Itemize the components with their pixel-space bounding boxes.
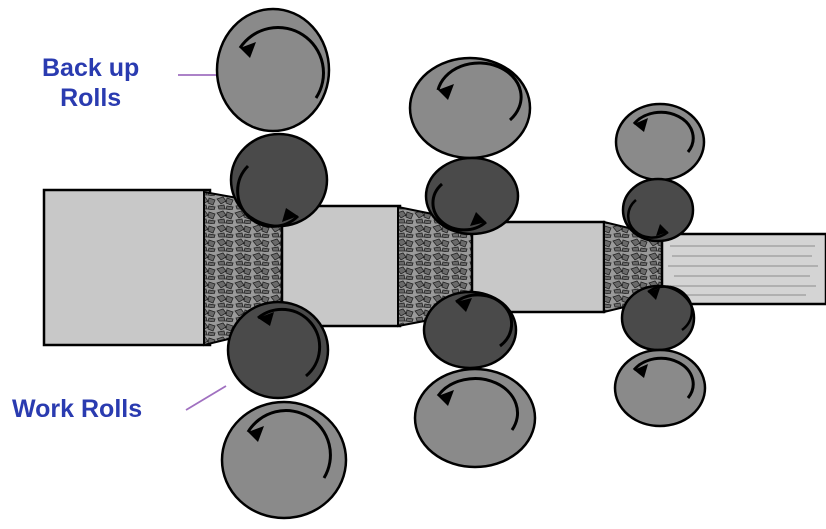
- work-roll-bottom: [620, 284, 696, 352]
- rotation-arrow-icon: [436, 61, 523, 122]
- backup-roll-top: [614, 102, 706, 182]
- work-roll-top: [424, 156, 520, 236]
- work-rolls-leader-line: [185, 385, 227, 411]
- rotation-arrow-icon: [246, 409, 332, 479]
- rotation-arrow-icon: [647, 285, 694, 332]
- rotation-arrow-icon: [436, 377, 520, 431]
- stand-1: [215, 7, 348, 520]
- stand-2: [408, 56, 537, 469]
- work-roll-bottom: [226, 300, 330, 400]
- stand-3: [613, 102, 707, 428]
- rotation-arrow-icon: [632, 110, 695, 153]
- backup-rolls-label-line2: Rolls: [60, 84, 122, 112]
- rotation-arrow-icon: [236, 164, 300, 228]
- work-roll-top: [621, 177, 695, 243]
- strip-entry-section: [42, 188, 212, 347]
- rotation-arrow-icon: [455, 293, 514, 348]
- work-roll-bottom: [422, 290, 518, 370]
- backup-roll-bottom: [220, 400, 348, 520]
- backup-roll-bottom: [413, 367, 537, 469]
- strip-exit-section: [660, 232, 826, 306]
- metal-strip: [42, 188, 826, 347]
- rotation-arrow-icon: [632, 356, 695, 399]
- rotation-arrow-icon: [238, 26, 325, 99]
- backup-roll-top: [215, 7, 331, 133]
- backup-rolls-label: Back up Rolls: [42, 53, 139, 113]
- rotation-arrow-icon: [257, 307, 322, 378]
- backup-rolls-label-line1: Back up: [42, 54, 140, 82]
- work-rolls-label: Work Rolls: [12, 395, 143, 423]
- strip-exit-grain-lines: [668, 245, 818, 296]
- work-roll-top: [229, 132, 329, 228]
- backup-roll-top: [408, 56, 532, 160]
- rotation-arrow-icon: [431, 182, 487, 232]
- rotation-arrow-icon: [626, 199, 669, 239]
- backup-roll-bottom: [613, 348, 707, 428]
